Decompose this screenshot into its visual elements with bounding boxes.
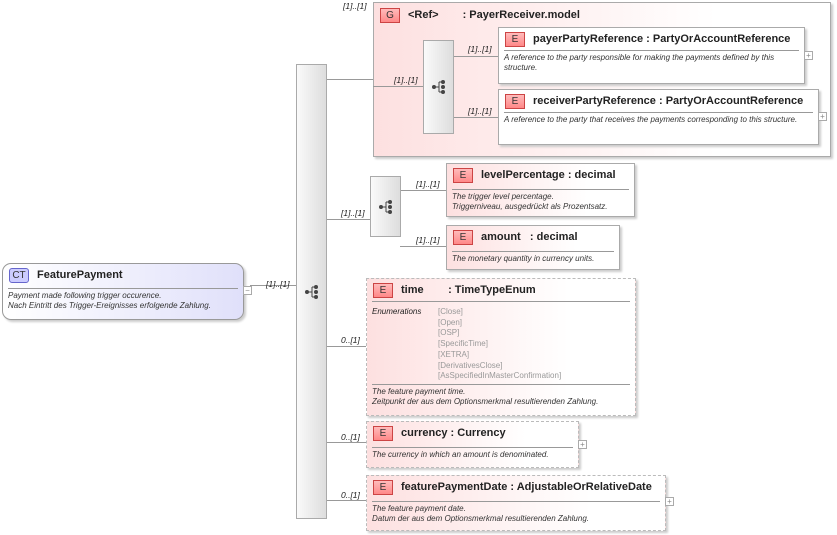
element-desc: The trigger level percentage. — [452, 192, 554, 201]
element-name: payerPartyReference — [533, 33, 644, 45]
element-name: currency — [401, 427, 448, 439]
element-type: : AdjustableOrRelativeDate — [507, 481, 652, 493]
cardinality-payer: [1]..[1] — [468, 44, 492, 54]
cardinality-level: [1]..[1] — [416, 179, 440, 189]
enum-value: [OSP] — [438, 328, 460, 338]
group-sequence-compositor[interactable] — [423, 40, 454, 134]
element-desc: The feature payment time. — [372, 386, 466, 396]
element-desc: The currency in which an amount is denom… — [372, 447, 573, 460]
element-type: : PartyOrAccountReference — [643, 33, 791, 45]
element-badge: E — [373, 425, 393, 441]
cardinality-amount: [1]..[1] — [416, 235, 440, 245]
enum-value: [SpecificTime] — [438, 339, 488, 349]
element-desc-de: Datum der aus dem Optionsmerkmal resulti… — [372, 514, 589, 523]
sequence-icon — [304, 284, 318, 299]
element-badge: E — [505, 93, 525, 109]
element-desc: The feature payment date. — [372, 504, 466, 513]
root-desc: Payment made following trigger occurence… — [8, 291, 162, 300]
element-name: time — [401, 284, 424, 296]
element-desc: The monetary quantity in currency units. — [452, 251, 614, 264]
element-desc-de: Triggerniveau, ausgedrückt als Prozentsa… — [452, 202, 608, 211]
element-type: : PartyOrAccountReference — [655, 95, 804, 107]
element-name: receiverPartyReference — [533, 95, 656, 107]
expand-button[interactable]: + — [804, 51, 813, 60]
enum-value: [Close] — [438, 307, 463, 316]
element-desc: A reference to the party that receives t… — [504, 112, 813, 125]
element-badge: E — [505, 31, 525, 47]
sequence-compositor[interactable] — [296, 64, 327, 519]
cardinality-seq2: [1]..[1] — [341, 208, 365, 218]
cardinality-group-inner: [1]..[1] — [394, 75, 418, 85]
group-ref: <Ref> — [408, 9, 439, 21]
sequence-icon — [378, 199, 392, 214]
element-badge: E — [453, 167, 473, 183]
element-name: amount — [481, 231, 521, 243]
element-name: levelPercentage — [481, 169, 565, 181]
group-badge: G — [380, 7, 400, 23]
element-name: featurePaymentDate — [401, 481, 508, 493]
enum-value: [AsSpecifiedInMasterConfirmation] — [438, 371, 562, 381]
cardinality-currency: 0..[1] — [341, 432, 360, 442]
complex-type-badge: CT — [9, 267, 29, 283]
element-desc: A reference to the party responsible for… — [504, 50, 799, 73]
enum-value: [DerivativesClose] — [438, 360, 503, 370]
element-badge: E — [373, 479, 393, 495]
element-badge: E — [373, 282, 393, 298]
sequence-icon — [431, 80, 445, 94]
element-type: : TimeTypeEnum — [423, 284, 536, 296]
group-type: : PayerReceiver.model — [462, 9, 580, 21]
expand-button[interactable]: + — [578, 440, 587, 449]
cardinality-time: 0..[1] — [341, 335, 360, 345]
cardinality-group: [1]..[1] — [343, 1, 367, 11]
complex-type-featurepayment[interactable]: CT FeaturePayment Payment made following … — [2, 263, 244, 320]
element-desc-de: Zeitpunkt der aus dem Optionsmerkmal res… — [372, 396, 599, 406]
element-badge: E — [453, 229, 473, 245]
cardinality-receiver: [1]..[1] — [468, 106, 492, 116]
expand-button[interactable]: + — [665, 497, 674, 506]
root-desc-de: Nach Eintritt des Trigger-Ereignisses er… — [8, 301, 211, 310]
cardinality-fpd: 0..[1] — [341, 490, 360, 500]
element-type: : Currency — [447, 427, 506, 439]
element-type: : decimal — [520, 231, 578, 243]
expand-button[interactable]: + — [818, 112, 827, 121]
enum-value: [Open] — [438, 317, 463, 327]
collapse-button[interactable]: − — [243, 286, 252, 295]
enumerations-label: Enumerations — [372, 307, 422, 316]
sequence-compositor-2[interactable] — [370, 176, 401, 237]
element-type: : decimal — [564, 169, 616, 181]
cardinality-root: [1]..[1] — [266, 279, 290, 289]
root-name: FeaturePayment — [37, 269, 123, 281]
enum-value: [XETRA] — [438, 349, 470, 359]
